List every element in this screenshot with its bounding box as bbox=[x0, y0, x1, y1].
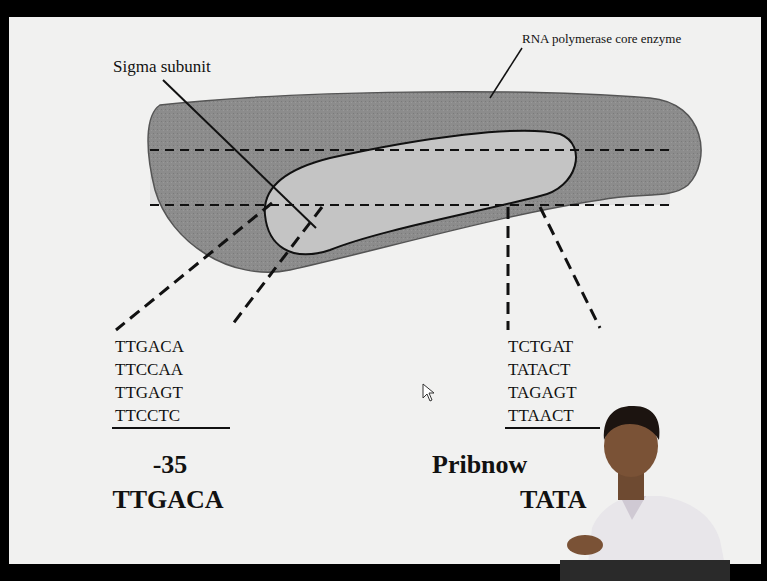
leader-line bbox=[163, 80, 316, 228]
dna-strand bbox=[150, 204, 672, 206]
region-dash bbox=[540, 207, 600, 328]
sequence: TTGACA bbox=[115, 338, 184, 355]
region-dash bbox=[116, 203, 272, 330]
underline bbox=[505, 427, 600, 429]
slide-ground bbox=[9, 17, 761, 564]
dna-strand bbox=[150, 149, 672, 151]
region-dash bbox=[232, 207, 322, 325]
sequence: TTAACT bbox=[508, 407, 574, 424]
region-name: Pribnow bbox=[432, 452, 527, 478]
sequence: TTGAGT bbox=[115, 384, 183, 401]
sequence: TATACT bbox=[508, 361, 570, 378]
region-name: -35 bbox=[153, 452, 188, 478]
consensus-sequence: TTGACA bbox=[112, 487, 223, 513]
sequence: TTCCAA bbox=[115, 361, 183, 378]
sequence: TTCCTC bbox=[115, 407, 180, 424]
sequence: TCTGAT bbox=[508, 338, 573, 355]
core-enzyme bbox=[148, 92, 701, 272]
consensus-sequence: TATA bbox=[520, 487, 586, 513]
sequence: TAGAGT bbox=[508, 384, 577, 401]
part-label: RNA polymerase core enzyme bbox=[522, 32, 681, 45]
region-dash bbox=[507, 207, 510, 330]
part-label: Sigma subunit bbox=[113, 58, 211, 75]
underline bbox=[112, 427, 230, 429]
mouse-cursor bbox=[423, 384, 434, 401]
leader-line bbox=[490, 48, 522, 98]
